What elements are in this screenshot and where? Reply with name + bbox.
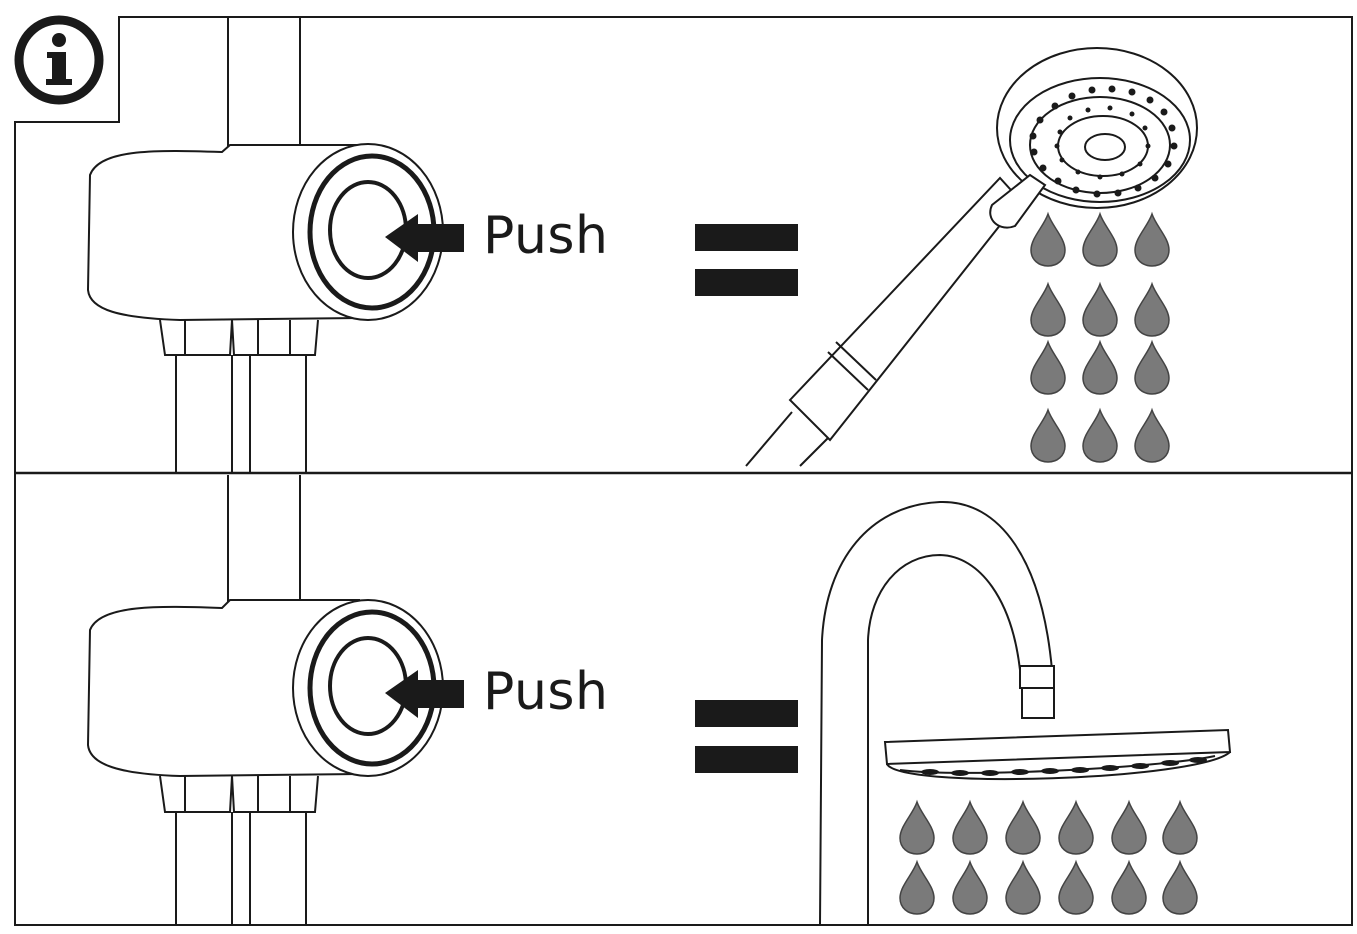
push-arrow-icon <box>385 670 464 718</box>
push-arrow-icon <box>385 214 464 262</box>
water-drop-icon <box>1162 861 1198 915</box>
rain-nozzles <box>921 757 1207 776</box>
equals-icon <box>695 224 798 296</box>
water-drop-icon <box>1005 801 1041 855</box>
water-drop-icon <box>1082 341 1118 395</box>
water-drop-icon <box>1134 409 1170 463</box>
frame <box>14 16 1353 926</box>
water-drop-icon <box>1082 283 1118 337</box>
water-drop-icon <box>952 801 988 855</box>
water-drop-icon <box>952 861 988 915</box>
water-drop-icon <box>1058 861 1094 915</box>
water-drop-icon <box>1134 341 1170 395</box>
water-drop-icon <box>1030 341 1066 395</box>
water-drop-icon <box>1111 801 1147 855</box>
water-drop-icon <box>1030 283 1066 337</box>
push-label-bottom: Push <box>483 662 609 722</box>
water-drop-icon <box>1058 801 1094 855</box>
water-drop-icon <box>1005 861 1041 915</box>
top-water-drops <box>1030 213 1170 463</box>
water-drop-icon <box>1134 283 1170 337</box>
bottom-water-drops <box>899 801 1198 915</box>
top-panel-valve <box>86 17 444 473</box>
overhead-shower-icon <box>819 500 1232 926</box>
water-drop-icon <box>1082 409 1118 463</box>
water-drop-icon <box>1111 861 1147 915</box>
info-icon <box>14 15 104 105</box>
water-drop-icon <box>899 801 935 855</box>
spray-nozzles <box>1029 85 1178 198</box>
bottom-panel-valve <box>86 475 444 925</box>
water-drop-icon <box>1082 213 1118 267</box>
water-drop-icon <box>1030 213 1066 267</box>
water-drop-icon <box>1134 213 1170 267</box>
hand-shower-icon <box>745 47 1198 467</box>
water-drop-icon <box>1030 409 1066 463</box>
push-label-top: Push <box>483 206 609 266</box>
water-drop-icon <box>899 861 935 915</box>
water-drop-icon <box>1162 801 1198 855</box>
equals-icon <box>695 700 798 773</box>
